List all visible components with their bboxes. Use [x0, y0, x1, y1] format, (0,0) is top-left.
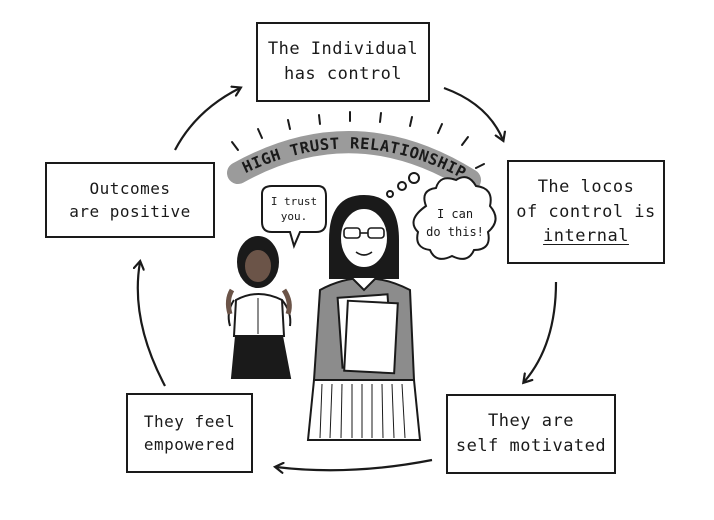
thought-bubble-line2: do this!	[426, 225, 484, 239]
arrow-empowered-to-outcomes	[138, 262, 166, 387]
arrow-locus-to-motivated	[524, 281, 558, 382]
box-motivated-line2: self motivated	[455, 436, 607, 456]
thought-bubble	[386, 172, 497, 260]
box-locus-line3: internal	[543, 226, 629, 247]
box-empowered-line2: empowered	[143, 435, 236, 454]
thought-bubble-line1: I can	[437, 207, 473, 221]
box-individual-line1: The Individual	[267, 39, 419, 60]
box-motivated-line1: They are	[488, 411, 574, 432]
arrow-outcomes-to-individual	[174, 88, 240, 151]
box-outcomes-positive: Outcomes are positive	[45, 162, 215, 238]
banner-arc	[227, 131, 481, 191]
speech-bubble-line1: I trust	[271, 195, 317, 208]
box-self-motivated: They are self motivated	[446, 394, 616, 474]
box-outcomes-line1: Outcomes	[89, 178, 171, 198]
box-empowered-line1: They feel	[143, 411, 236, 431]
box-outcomes-line2: are positive	[69, 202, 191, 221]
speech-bubble-line2: you.	[281, 210, 308, 223]
main-figure	[306, 194, 422, 441]
speech-bubble	[261, 185, 327, 249]
arrow-motivated-to-empowered	[276, 458, 433, 470]
box-individual-line2: has control	[283, 64, 403, 84]
box-locus-line1: The locos	[537, 177, 635, 198]
box-locus-line2: of control is	[516, 201, 656, 222]
banner-rays	[231, 111, 485, 169]
arrow-individual-to-locus	[443, 86, 503, 140]
box-locus-of-control: The locos of control is internal	[507, 160, 665, 264]
banner-text: HIGH TRUST RELATIONSHIP	[240, 134, 470, 182]
small-figure	[225, 236, 292, 379]
box-individual-has-control: The Individual has control	[256, 22, 430, 102]
box-feel-empowered: They feel empowered	[126, 393, 253, 473]
